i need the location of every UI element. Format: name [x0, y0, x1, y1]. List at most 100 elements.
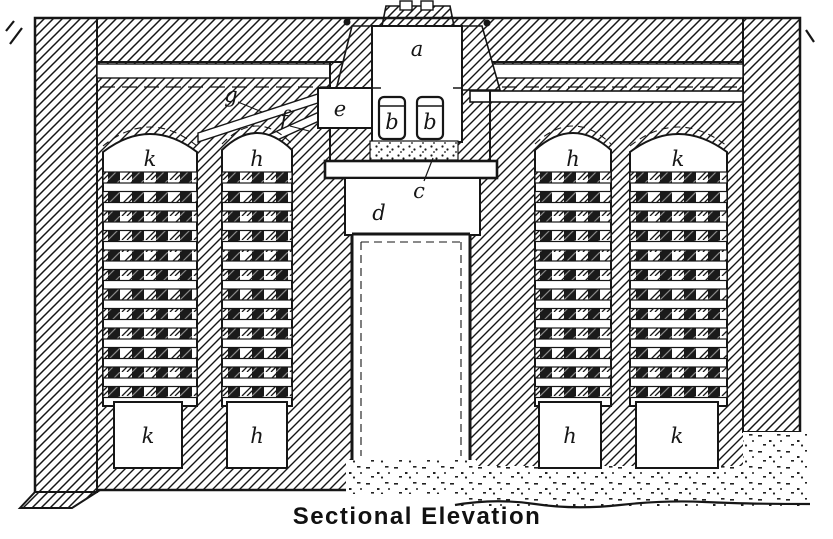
checker-row — [629, 268, 728, 282]
checker-row — [534, 307, 612, 321]
checker-row — [221, 229, 293, 243]
checker-row — [221, 288, 293, 301]
checker-row — [629, 366, 728, 379]
checker-stack-far-right — [629, 171, 728, 399]
base-flue-mid-left — [226, 401, 288, 469]
fuel-bed-c — [369, 140, 459, 161]
checker-row — [221, 171, 293, 184]
right-outer-wall — [742, 17, 801, 433]
checker-row — [102, 366, 198, 379]
arch-label-far-left: k — [144, 147, 157, 171]
checker-row — [629, 210, 728, 223]
cap-vent-right — [420, 0, 434, 11]
chamber-d — [344, 177, 481, 236]
arch-label-mid-right: h — [566, 147, 580, 171]
base-flue-far-left — [113, 401, 183, 469]
label-f: f — [278, 107, 291, 131]
checker-row — [221, 346, 293, 360]
chamber-e — [317, 87, 373, 129]
central-cave — [352, 234, 470, 472]
label-b-right: b — [423, 110, 436, 134]
ground-rubble-right-wall-base — [743, 432, 807, 506]
checker-row — [629, 229, 728, 243]
label-g: g — [224, 83, 237, 107]
checker-row — [221, 327, 293, 340]
checker-row — [534, 229, 612, 243]
corner-tick-left — [5, 20, 23, 45]
grate-slab — [323, 159, 499, 180]
checker-row — [102, 229, 198, 243]
label-c: c — [413, 179, 425, 203]
checker-row — [102, 385, 198, 399]
left-crown-flue — [96, 63, 331, 79]
checker-row — [629, 249, 728, 262]
checker-row — [534, 346, 612, 360]
label-e: e — [334, 97, 346, 121]
corner-tick-right — [805, 29, 815, 43]
checker-row — [629, 171, 728, 184]
checker-row — [534, 268, 612, 282]
checker-row — [534, 327, 612, 340]
drawing-caption: Sectional Elevation — [293, 503, 542, 530]
left-outer-wall — [34, 17, 98, 493]
checker-row — [102, 210, 198, 223]
checker-row — [221, 385, 293, 399]
cave-walls — [350, 232, 472, 472]
arch-dashed-far-right — [629, 126, 728, 147]
left-wall-footing — [17, 491, 101, 509]
checker-row — [221, 307, 293, 321]
label-d: d — [372, 201, 385, 225]
arch-label-far-right: k — [672, 147, 685, 171]
checker-row — [102, 249, 198, 262]
checker-row — [102, 268, 198, 282]
checker-row — [534, 288, 612, 301]
leader-line-f — [289, 125, 310, 132]
base-flue-far-right — [635, 401, 719, 469]
arch-dashed-mid-right — [534, 125, 612, 145]
checker-row — [534, 249, 612, 262]
label-b-left: b — [385, 110, 398, 134]
checker-row — [102, 327, 198, 340]
checker-row — [534, 171, 612, 184]
checker-row — [629, 190, 728, 204]
checker-stack-mid-left — [221, 171, 293, 399]
cave-floor-rubble — [346, 460, 476, 494]
checker-row — [534, 210, 612, 223]
checker-row — [102, 346, 198, 360]
checker-row — [534, 366, 612, 379]
furnace-cap — [381, 5, 455, 27]
ground-line-right — [454, 500, 811, 509]
base-label-far-left: k — [142, 424, 155, 448]
checker-row — [629, 327, 728, 340]
pot-left — [377, 95, 407, 141]
checker-row — [534, 385, 612, 399]
outer-boundary — [33, 16, 802, 492]
checker-row — [102, 171, 198, 184]
base-label-far-right: k — [671, 424, 684, 448]
checker-row — [102, 307, 198, 321]
checker-row — [221, 268, 293, 282]
checker-row — [102, 288, 198, 301]
arch-dashed-mid-left — [221, 125, 293, 145]
checker-row — [629, 288, 728, 301]
base-label-mid-left: h — [250, 424, 264, 448]
checker-row — [221, 249, 293, 262]
right-port-channel — [469, 90, 744, 103]
base-flue-mid-right — [538, 401, 602, 469]
right-crown-flue — [489, 63, 744, 79]
pot-right — [415, 95, 445, 141]
base-label-mid-right: h — [563, 424, 577, 448]
checker-row — [221, 190, 293, 204]
leader-line-g — [237, 101, 263, 113]
checker-row — [534, 190, 612, 204]
arch-dashed-far-left — [102, 126, 198, 147]
checker-stack-mid-right — [534, 171, 612, 399]
arch-label-mid-left: h — [250, 147, 264, 171]
cave-dashed-lines — [360, 241, 462, 456]
leader-line-c — [423, 157, 434, 182]
checker-row — [629, 385, 728, 399]
checker-stack-far-left — [102, 171, 198, 399]
bolt-right — [483, 19, 491, 27]
